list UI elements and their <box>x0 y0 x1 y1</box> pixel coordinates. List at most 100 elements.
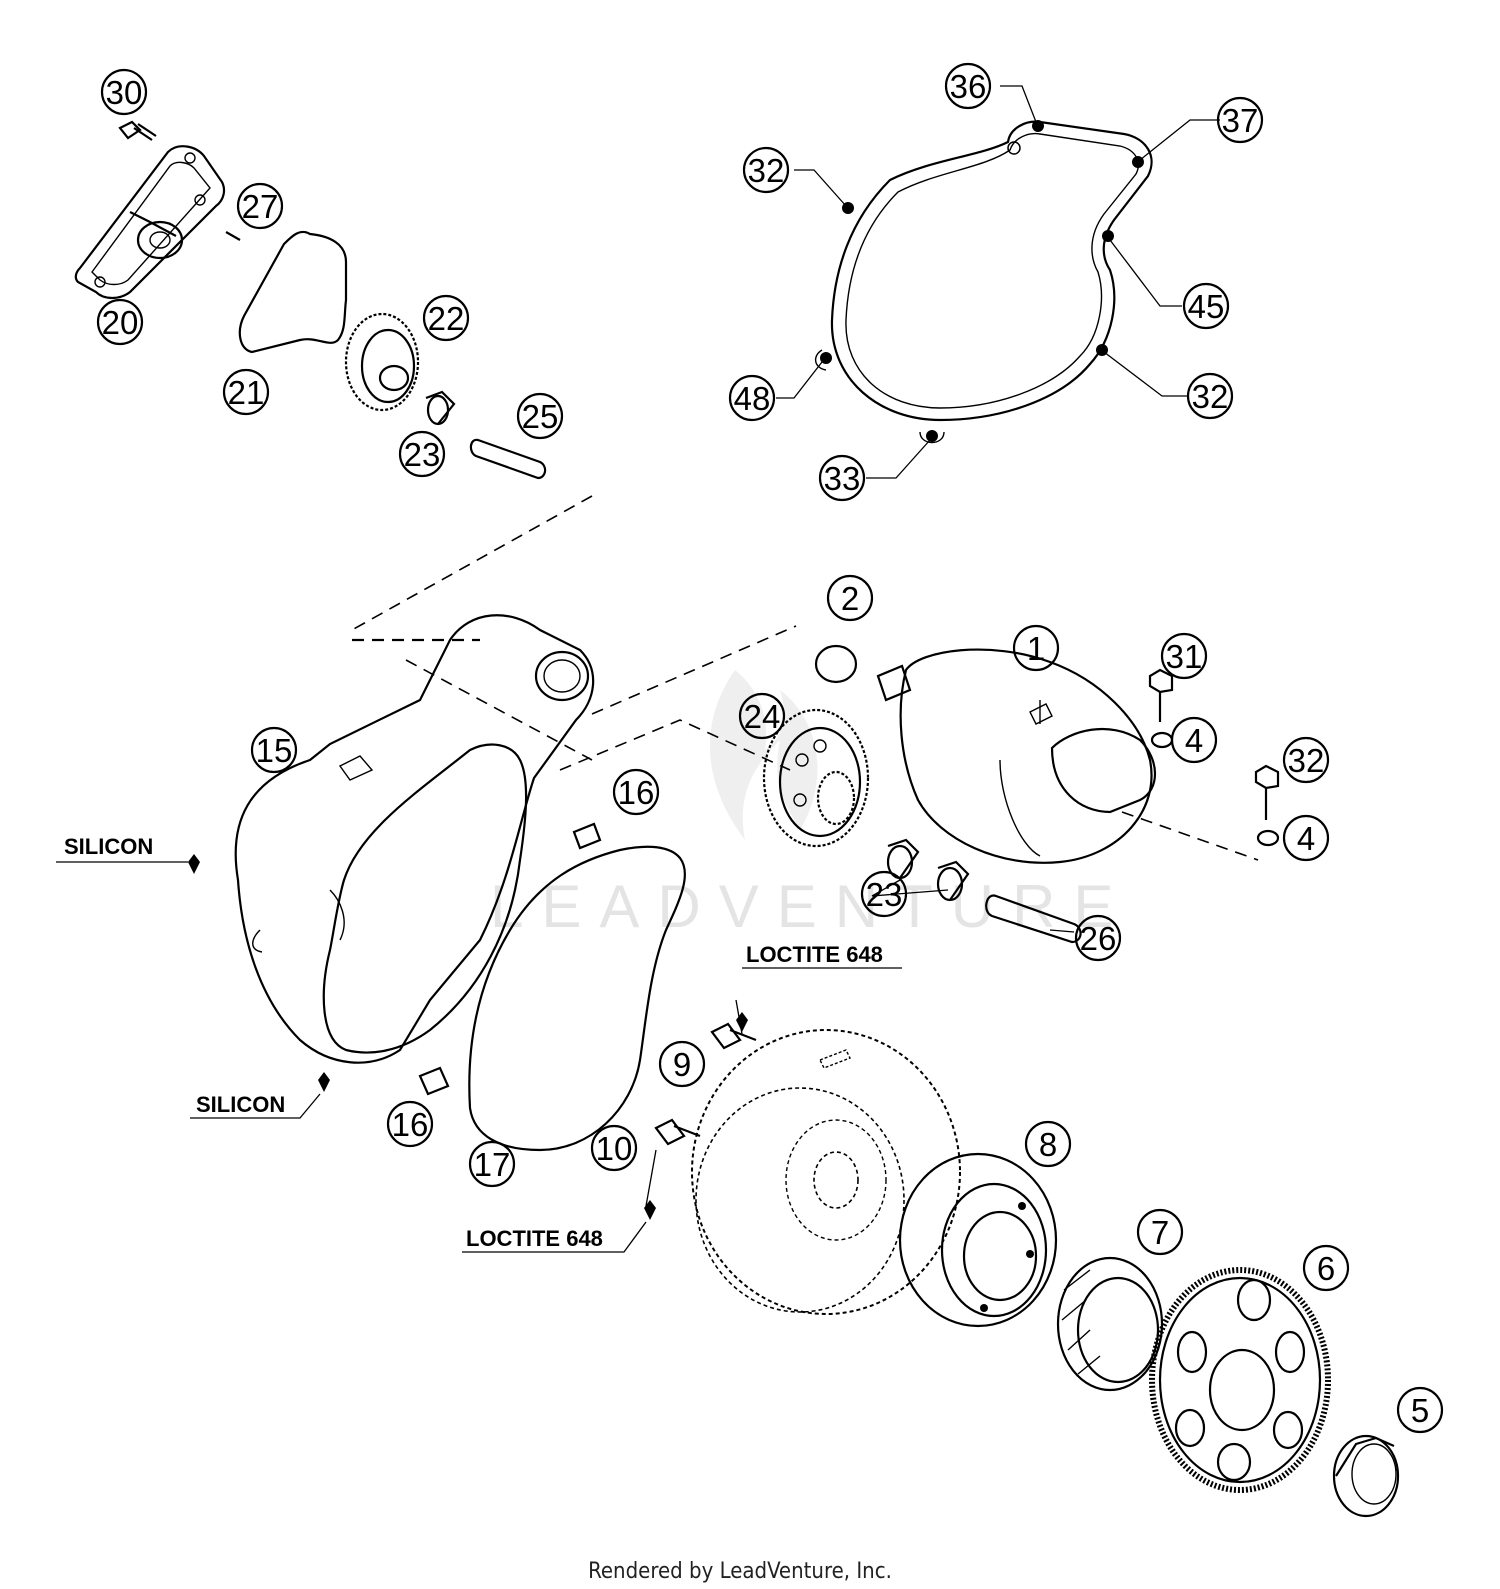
idler-gear-part <box>344 312 420 412</box>
callout-4-upper-label: 4 <box>1185 722 1203 759</box>
callout-45: 45 <box>1182 282 1230 330</box>
callout-24-label: 24 <box>744 698 781 735</box>
callout-15: 15 <box>250 726 298 774</box>
callout-8-label: 8 <box>1039 1126 1057 1163</box>
assembly-line-1 <box>351 495 593 631</box>
callout-21-label: 21 <box>228 374 265 411</box>
callout-4-upper: 4 <box>1170 716 1218 764</box>
callout-37-label: 37 <box>1222 102 1259 139</box>
callout-32-bolt-label: 32 <box>1288 742 1325 779</box>
callout-17-label: 17 <box>474 1146 511 1183</box>
callout-30: 30 <box>100 68 148 116</box>
watermark-text: LEADVENTURE <box>490 873 1131 940</box>
callout-31: 31 <box>1160 632 1208 680</box>
freewheel-part <box>1056 1256 1164 1392</box>
callout-9-label: 9 <box>673 1046 691 1083</box>
starter-clutch-part <box>898 1152 1058 1328</box>
note-labels: SILICON SILICON LOCTITE 648 LOCTITE 648 <box>64 834 883 1251</box>
callout-7: 7 <box>1136 1208 1184 1256</box>
engine-cover-part <box>234 614 595 1064</box>
footer-credit: Rendered by LeadVenture, Inc. <box>588 1559 892 1584</box>
leader-lines <box>56 85 1220 1253</box>
cover-gasket-part <box>322 743 528 1054</box>
crankcase-gasket-part <box>468 845 687 1152</box>
callout-23-upper: 23 <box>398 430 446 478</box>
dowel-pin-part <box>225 231 241 241</box>
callout-9: 9 <box>658 1040 706 1088</box>
callout-25: 25 <box>516 392 564 440</box>
assembly-line-4 <box>559 719 791 771</box>
starter-bolt-upper-part <box>1148 668 1174 722</box>
callout-32-bolt: 32 <box>1282 736 1330 784</box>
needle-bearing-upper-part <box>425 390 456 426</box>
callout-5-label: 5 <box>1411 1392 1429 1429</box>
callout-16-lower: 16 <box>386 1100 434 1148</box>
callout-1-label: 1 <box>1027 630 1045 667</box>
flywheel-rotor-part <box>691 1029 961 1315</box>
callout-36-label: 36 <box>950 68 987 105</box>
assembly-line-5 <box>1121 811 1259 861</box>
callout-23-mid: 23 <box>860 870 908 918</box>
pump-cover-part <box>74 145 226 300</box>
callout-23-upper-label: 23 <box>404 436 441 473</box>
needle-bearing-large-part <box>1332 1434 1400 1518</box>
starter-bolt-lower-part <box>1254 764 1280 820</box>
loctite-note-upper: LOCTITE 648 <box>746 942 883 967</box>
callout-32-right: 32 <box>1186 372 1234 420</box>
washer-upper-part <box>1150 731 1174 749</box>
silicon-note-upper: SILICON <box>64 834 153 859</box>
flywheel-bolt-upper-part <box>710 1022 757 1050</box>
ignition-cover-gasket-part <box>815 120 1153 444</box>
callout-2-label: 2 <box>841 580 859 617</box>
callout-27: 27 <box>236 182 284 230</box>
callout-22-label: 22 <box>428 300 465 337</box>
washer-lower-part <box>1256 829 1280 847</box>
callout-16-upper: 16 <box>612 768 660 816</box>
callout-17: 17 <box>468 1140 516 1188</box>
silicon-drop-lower <box>318 1072 330 1092</box>
callout-23-mid-label: 23 <box>866 876 903 913</box>
callout-25-label: 25 <box>522 398 559 435</box>
o-ring-part <box>814 644 858 684</box>
callout-16-lower-label: 16 <box>392 1106 429 1143</box>
callout-layer: 30 27 20 22 21 25 23 36 37 32 45 48 32 3… <box>96 62 1444 1434</box>
callout-16-upper-label: 16 <box>618 774 655 811</box>
callout-6: 6 <box>1302 1244 1350 1292</box>
callout-33-label: 33 <box>824 460 861 497</box>
dowel-sleeve-lower-part <box>418 1066 450 1096</box>
callout-32-right-label: 32 <box>1192 378 1229 415</box>
callout-20-label: 20 <box>102 304 139 341</box>
callout-31-label: 31 <box>1166 638 1203 675</box>
callout-45-label: 45 <box>1188 288 1225 325</box>
silicon-note-lower: SILICON <box>196 1092 285 1117</box>
assembly-line-2 <box>405 659 593 761</box>
callout-48-label: 48 <box>734 380 771 417</box>
callout-30-label: 30 <box>106 74 143 111</box>
callout-8: 8 <box>1024 1120 1072 1168</box>
callout-10: 10 <box>590 1124 638 1172</box>
callout-20: 20 <box>96 298 144 346</box>
dowel-sleeve-upper-part <box>572 822 602 850</box>
loctite-note-lower: LOCTITE 648 <box>466 1226 603 1251</box>
watermark: LEADVENTURE <box>490 670 1131 940</box>
callout-5: 5 <box>1396 1386 1444 1434</box>
callout-26-label: 26 <box>1080 920 1117 957</box>
callout-10-label: 10 <box>596 1130 633 1167</box>
callout-27-label: 27 <box>242 188 279 225</box>
callout-2: 2 <box>826 574 874 622</box>
assembly-line-3 <box>591 625 797 715</box>
silicon-drop-upper <box>188 854 200 874</box>
callout-1: 1 <box>1012 624 1060 672</box>
callout-15-label: 15 <box>256 732 293 769</box>
shaft-upper-part <box>469 438 547 480</box>
callout-24: 24 <box>738 692 786 740</box>
callout-6-label: 6 <box>1317 1250 1335 1287</box>
loctite-drop-lower <box>644 1200 656 1220</box>
callout-4-lower: 4 <box>1282 814 1330 862</box>
callout-22: 22 <box>422 294 470 342</box>
starter-gear-part <box>762 708 870 848</box>
callout-32-top-label: 32 <box>748 152 785 189</box>
callout-21: 21 <box>222 368 270 416</box>
loctite-drop-upper <box>736 1012 748 1032</box>
